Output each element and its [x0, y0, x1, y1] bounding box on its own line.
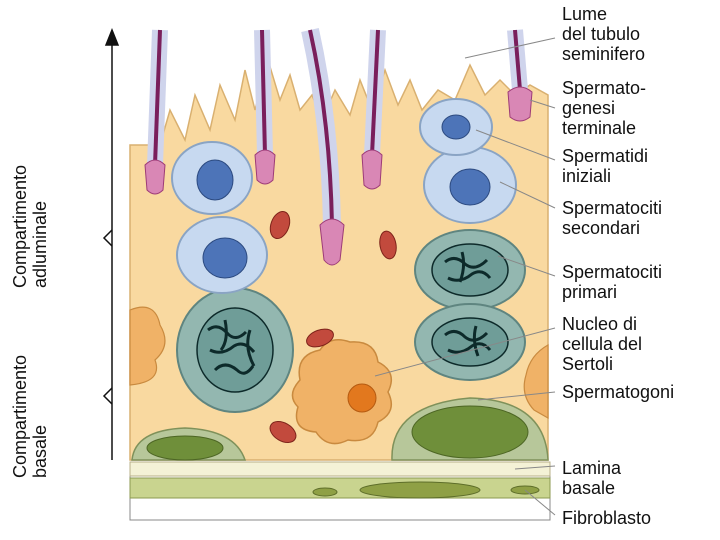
label-nucleo-sertoli: Nucleo di cellula del Sertoli — [562, 314, 643, 374]
chromatin-left — [207, 319, 256, 375]
early-spermatid-left-nucleus — [196, 159, 234, 201]
leader-lines — [374, 37, 556, 516]
label-compartimento-adluminale: Compartimento adluminale — [10, 164, 50, 288]
fibroblast-nucleus — [359, 481, 481, 499]
label-fibroblasto: Fibroblasto — [562, 508, 652, 528]
spermatogonium-left-nucleus — [146, 435, 224, 461]
sertoli-nucleus-right — [523, 343, 549, 420]
secondary-spermatocyte-left-nucleus — [202, 237, 248, 279]
label-lume: Lume del tubulo seminifero — [562, 4, 646, 64]
primary-spermatocyte-right-bottom-nucleus — [431, 317, 509, 367]
compartment-arrow — [102, 27, 120, 460]
sertoli-nucleolus — [347, 383, 377, 413]
spermatogonium-right-nucleus — [411, 405, 529, 459]
chromatin-right-bottom — [444, 325, 492, 357]
late-spermatids — [144, 28, 533, 266]
sertoli-nucleus — [291, 339, 393, 445]
lamina-basale-band — [129, 461, 551, 477]
label-spermatidi-iniziali: Spermatidi iniziali — [562, 146, 649, 186]
sertoli-nucleus-left — [129, 306, 166, 386]
primary-spermatocyte-left-nucleus — [196, 307, 274, 393]
label-spermatociti-secondari: Spermatociti secondari — [562, 198, 663, 238]
early-spermatid-right-nucleus — [441, 114, 471, 140]
chromatin-right-top — [444, 251, 492, 283]
label-compartimento-basale: Compartimento basale — [10, 354, 50, 478]
primary-spermatocyte-right-top-nucleus — [431, 243, 509, 297]
fibroblast-nucleus-small — [312, 487, 338, 497]
fibroblast-layer — [129, 477, 551, 499]
label-spermatogenesi-terminale: Spermato- genesi terminale — [562, 78, 647, 138]
secondary-spermatocyte-right-nucleus — [449, 168, 491, 206]
label-spermatogoni: Spermatogoni — [562, 382, 675, 402]
label-lamina-basale: Lamina basale — [562, 458, 622, 498]
label-spermatociti-primari: Spermatociti primari — [562, 262, 663, 302]
mitochondria — [269, 210, 397, 443]
